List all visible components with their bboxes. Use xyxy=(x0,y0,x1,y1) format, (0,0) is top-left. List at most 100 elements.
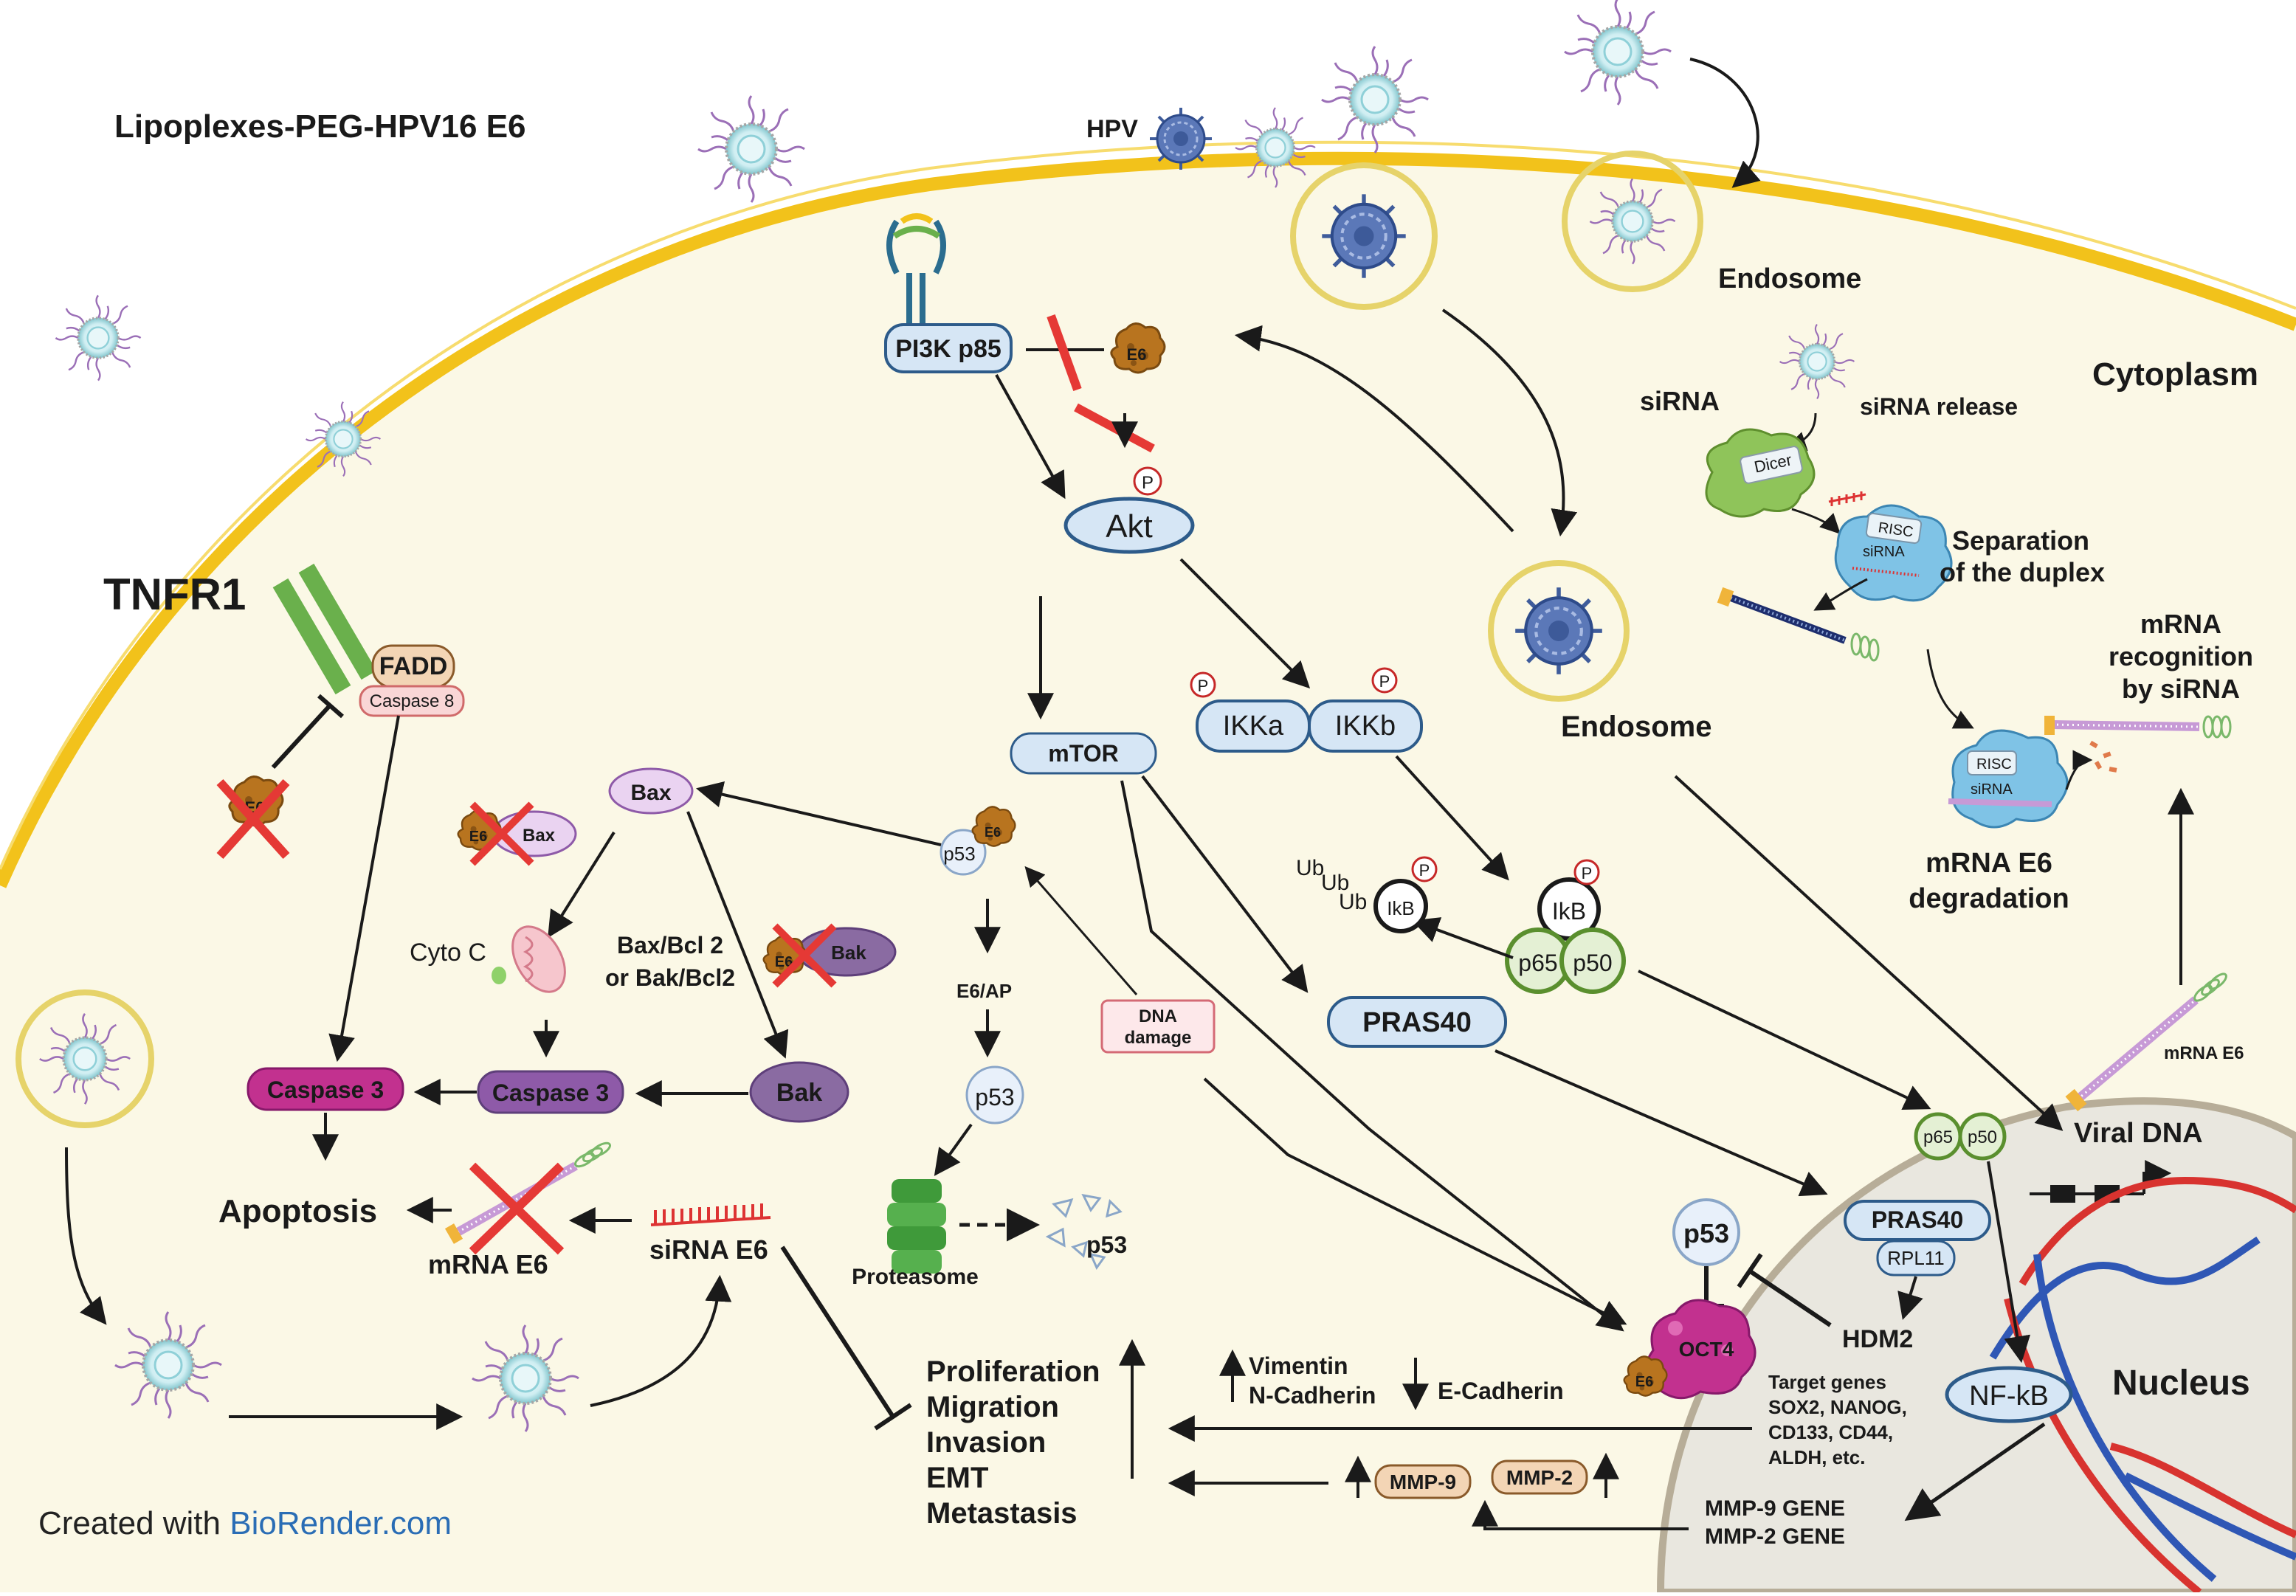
caspase8-node xyxy=(359,685,465,717)
bax-node xyxy=(608,767,694,815)
hpv-virus-icon xyxy=(1515,587,1602,674)
phospho-label: P xyxy=(1582,864,1593,882)
ubiquitin-label-3: Ub xyxy=(1339,890,1367,914)
e6-label-p53: E6 xyxy=(985,825,1001,840)
ubiquitin-label-1: Ub xyxy=(1296,856,1324,880)
vimentin-label: Vimentin xyxy=(1249,1353,1348,1379)
rpl11-node xyxy=(1876,1240,1956,1277)
e-cadherin-label: E-Cadherin xyxy=(1438,1378,1564,1404)
risc-sirna-label: siRNA xyxy=(1863,544,1905,560)
pras40-nuclear-label: PRAS40 xyxy=(1872,1206,1964,1233)
risc2-sirna-label: siRNA xyxy=(1971,781,2013,798)
mrna-degradation-line1: mRNA E6 xyxy=(1926,848,2052,879)
mrna-recognition-line1: mRNA xyxy=(2140,609,2221,639)
credit-line: Created with BioRender.com xyxy=(38,1505,452,1542)
sirna-label: siRNA xyxy=(1640,386,1720,416)
endosome-hpv-middle xyxy=(1488,560,1630,702)
nucleus-label: Nucleus xyxy=(2112,1364,2250,1403)
p65-nuclear-label: p65 xyxy=(1923,1127,1953,1147)
separation-label-line1: Separation xyxy=(1952,525,2089,556)
pi3k-receptor-icon xyxy=(886,213,946,325)
page-title: Lipoplexes-PEG-HPV16 E6 xyxy=(114,108,526,145)
outcome-emt: EMT xyxy=(926,1462,988,1494)
blocked-bar-icon xyxy=(1047,314,1082,392)
mrna-e6-strand xyxy=(2075,996,2199,1103)
sirna-release-label: siRNA release xyxy=(1860,393,2018,420)
p53-e6-complex-node xyxy=(940,829,987,876)
phospho-label: P xyxy=(1198,677,1209,695)
risc2-label: RISC xyxy=(1976,756,2012,773)
mmp2-node xyxy=(1491,1459,1588,1495)
nfkb-label: NF-kB xyxy=(1969,1381,2049,1412)
p53-degraded-label: p53 xyxy=(1086,1231,1127,1258)
mmp9-gene-label: MMP-9 GENE xyxy=(1705,1496,1845,1521)
rpl11-label: RPL11 xyxy=(1887,1247,1945,1269)
target-genes-line1: Target genes xyxy=(1768,1371,1886,1393)
endosome-label-middle: Endosome xyxy=(1561,711,1711,743)
tnfr1-label: TNFR1 xyxy=(103,570,246,619)
lipoplex-icon xyxy=(697,94,806,204)
phospho-icon xyxy=(1371,667,1398,694)
cytoplasm-label: Cytoplasm xyxy=(2092,356,2258,393)
inhibition-line xyxy=(271,702,333,770)
e6-label-pi3k: E6 xyxy=(1127,345,1147,364)
mrna-recognition-line2: recognition xyxy=(2109,641,2253,671)
phospho-icon xyxy=(1190,671,1216,698)
p53-nuclear-node xyxy=(1672,1198,1740,1266)
outcome-migration: Migration xyxy=(926,1391,1059,1423)
credit-prefix: Created with xyxy=(38,1505,230,1541)
endosome-lipoplex-top xyxy=(1562,151,1703,292)
n-cadherin-label: N-Cadherin xyxy=(1249,1382,1376,1409)
target-genes-line2: SOX2, NANOG, xyxy=(1768,1396,1907,1418)
bax-bcl-label-line1: Bax/Bcl 2 xyxy=(617,932,723,958)
phospho-label: P xyxy=(1379,672,1390,691)
pras40-nuclear-node xyxy=(1844,1200,1991,1241)
outcome-metastasis: Metastasis xyxy=(926,1497,1078,1530)
biorender-link[interactable]: BioRender.com xyxy=(230,1505,452,1541)
endosome-lipoplex-left xyxy=(15,989,154,1128)
inhibition-line xyxy=(780,1246,895,1418)
caspase3-label-2: Caspase 3 xyxy=(267,1077,384,1103)
target-genes-line4: ALDH, etc. xyxy=(1768,1446,1865,1468)
p53-label: p53 xyxy=(975,1084,1014,1110)
nfkb-node xyxy=(1945,1366,2073,1423)
viral-dna-label: Viral DNA xyxy=(2074,1118,2203,1149)
lipoplex-icon xyxy=(1320,45,1430,154)
bak-inhibited-label: Bak xyxy=(831,942,866,964)
dna-damage-line1: DNA xyxy=(1139,1006,1177,1026)
p53-node xyxy=(965,1065,1024,1125)
ikka-label: IKKa xyxy=(1223,711,1284,742)
caspase3-node-magenta xyxy=(247,1067,404,1111)
mtor-label: mTOR xyxy=(1048,740,1118,767)
mmp9-label: MMP-9 xyxy=(1390,1471,1456,1493)
caspase3-label: Caspase 3 xyxy=(492,1079,609,1106)
pi3k-node xyxy=(884,323,1013,373)
bax-inhibited-label: Bax xyxy=(523,826,556,846)
akt-node xyxy=(1063,497,1195,554)
caspase8-label: Caspase 8 xyxy=(370,691,455,711)
hpv-label: HPV xyxy=(1086,115,1138,143)
phospho-icon xyxy=(1411,856,1438,882)
phospho-icon xyxy=(1573,859,1600,885)
inhibition-line xyxy=(1748,1268,1832,1327)
dna-damage-line2: damage xyxy=(1125,1028,1192,1048)
p65-label: p65 xyxy=(1518,950,1557,976)
separation-label-line2: of the duplex xyxy=(1940,557,2105,587)
ikb-label: IkB xyxy=(1552,898,1586,925)
lipoplex-icon xyxy=(1563,0,1672,106)
bax-label: Bax xyxy=(630,781,671,805)
mrna-e6-right-label: mRNA E6 xyxy=(2164,1043,2244,1063)
ikkb-label: IKKb xyxy=(1335,711,1396,742)
lipoplex-icon xyxy=(54,294,142,382)
apoptosis-label: Apoptosis xyxy=(218,1193,377,1229)
outcome-invasion: Invasion xyxy=(926,1426,1046,1459)
caspase3-node-purple xyxy=(477,1070,624,1114)
hpv-virus-icon xyxy=(1148,106,1213,171)
proteasome-icon xyxy=(887,1179,946,1274)
bak-label: Bak xyxy=(776,1079,822,1107)
pi3k-label: PI3K p85 xyxy=(895,335,1002,363)
e6-label-bax: E6 xyxy=(469,829,487,845)
mrna-e6-left-label: mRNA E6 xyxy=(428,1249,548,1279)
sirna-strand xyxy=(1729,594,1847,644)
bak-node xyxy=(749,1061,849,1123)
